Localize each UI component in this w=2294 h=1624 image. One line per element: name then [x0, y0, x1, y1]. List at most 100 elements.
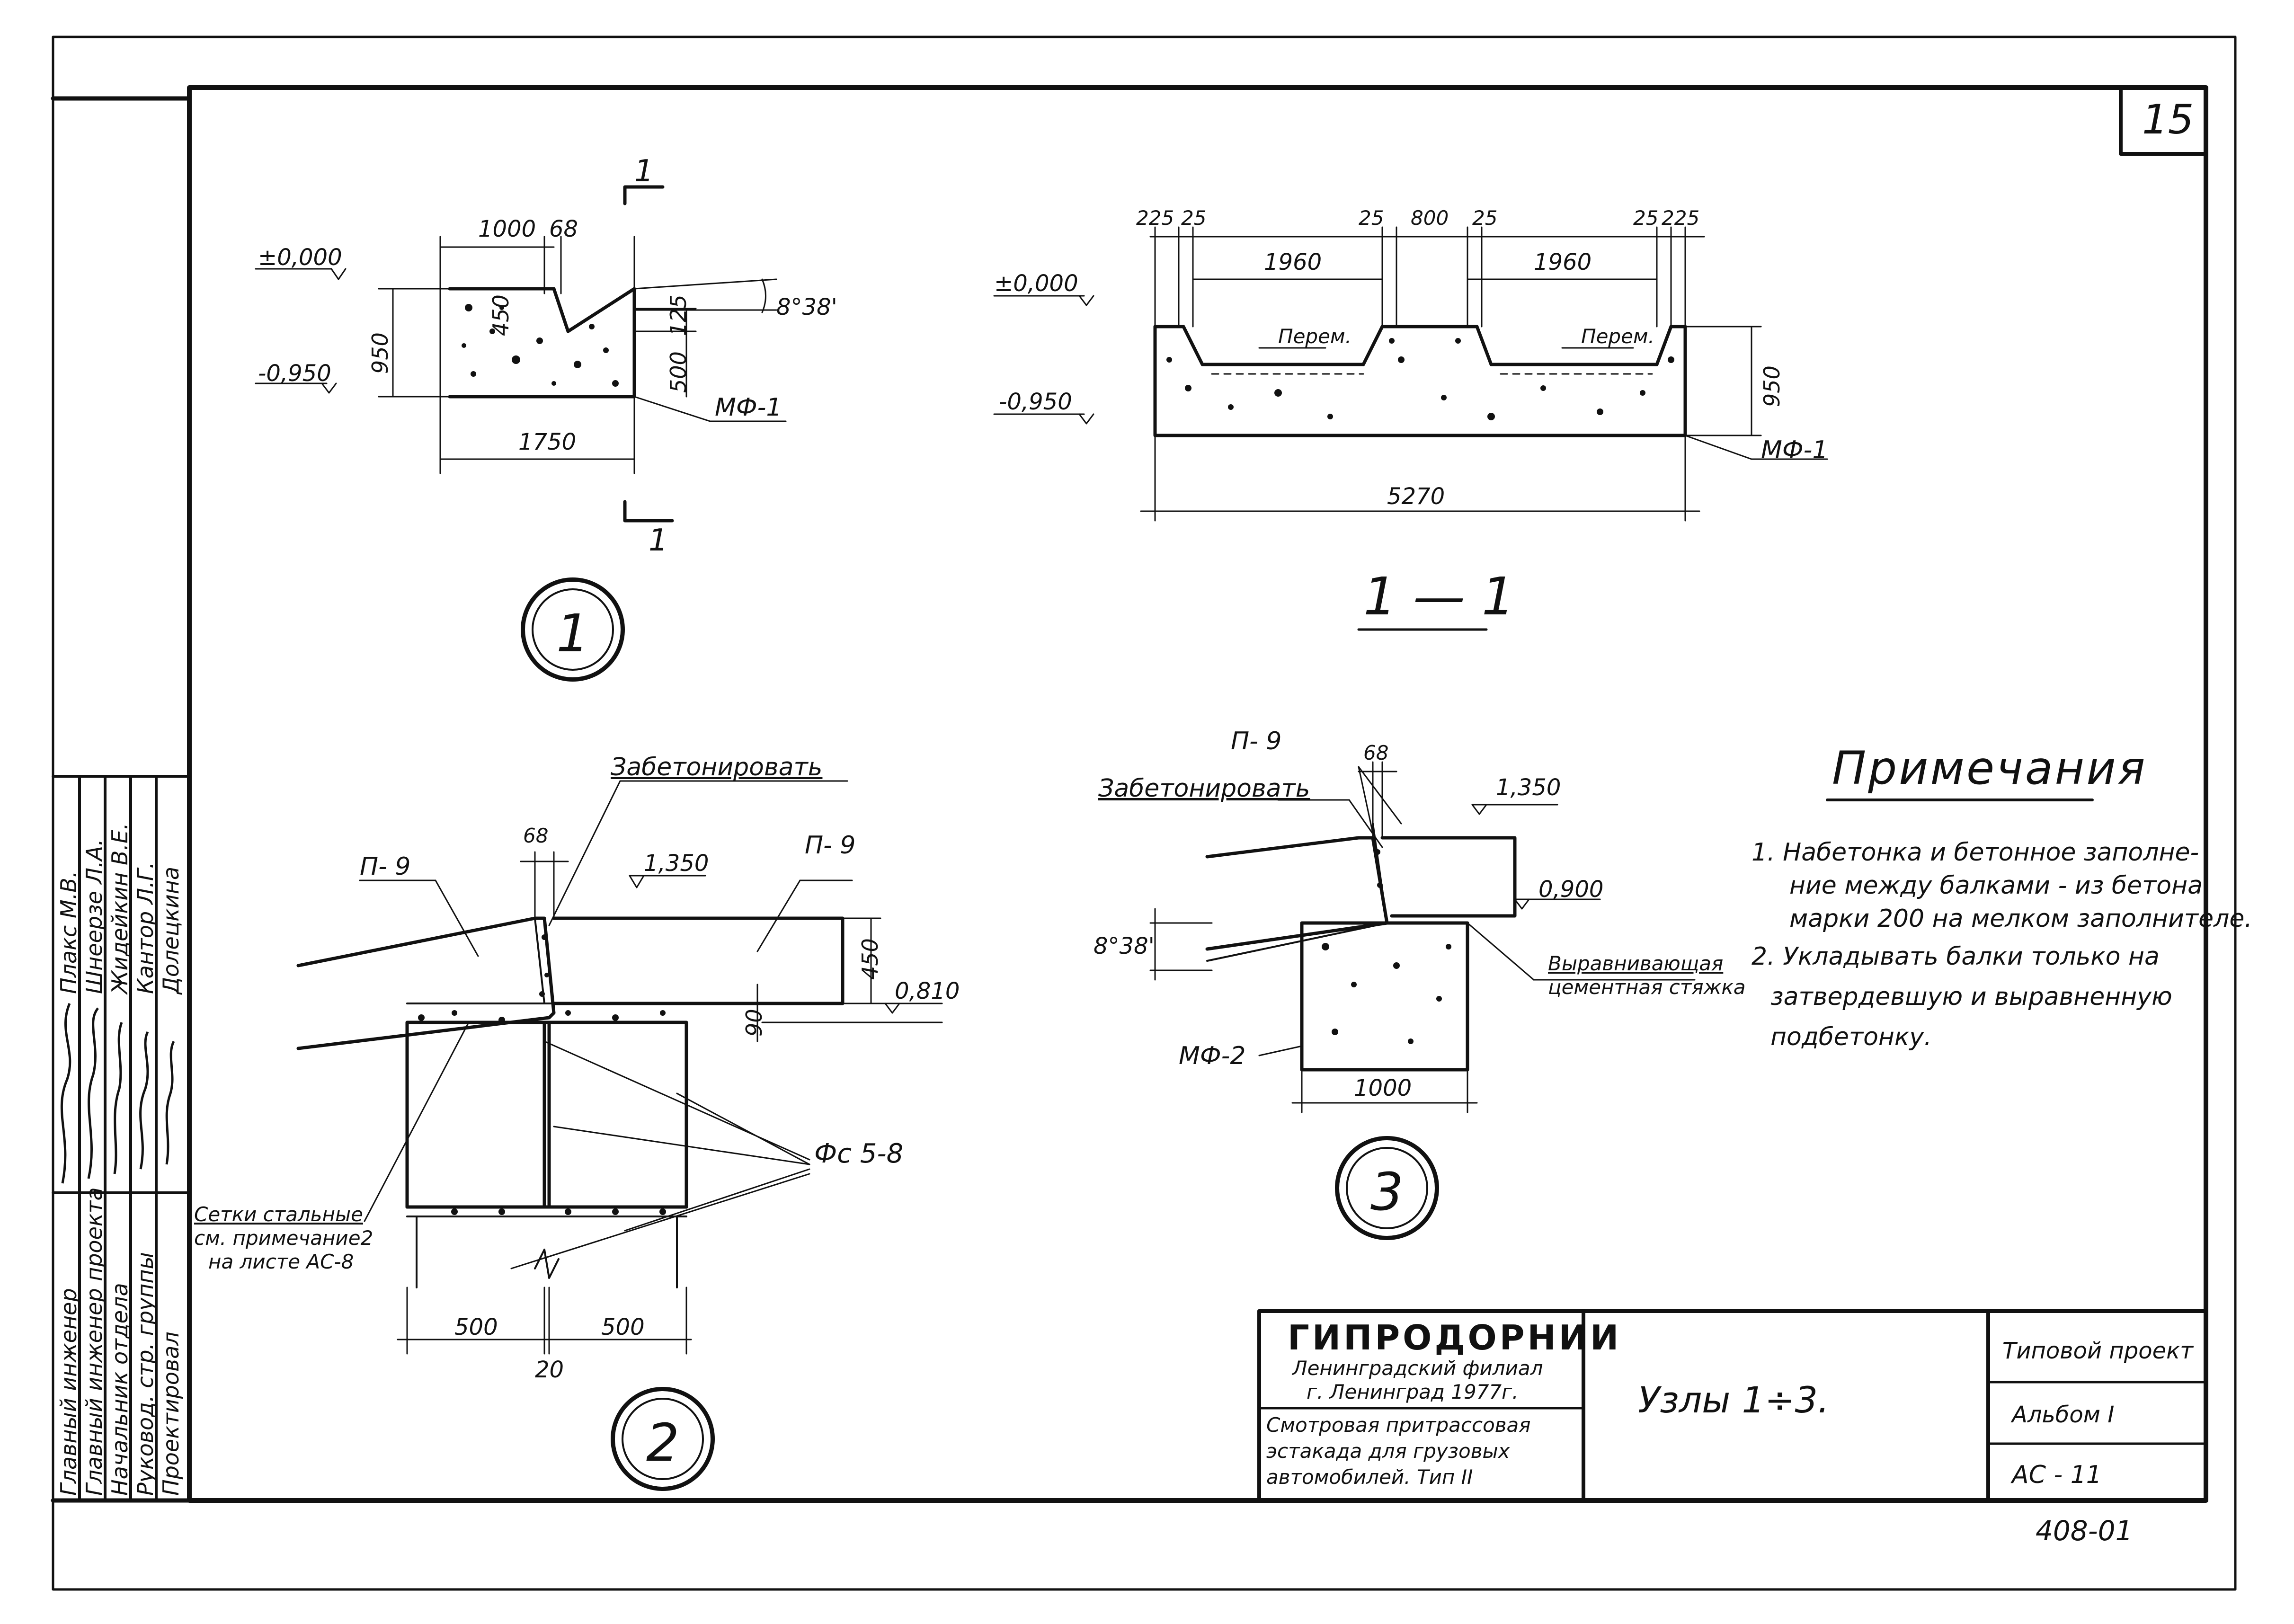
signature-grid	[52, 775, 191, 1502]
org-city-year: г. Ленинград 1977г.	[1307, 1380, 1519, 1403]
note-line-1: 1. Набетонка и бетонное заполне-	[1752, 838, 2199, 867]
org-branch: Ленинградский филиал	[1292, 1357, 1543, 1380]
detail3-screed-label-2: цементная стяжка	[1548, 976, 1746, 999]
handwritten-signatures	[60, 1003, 175, 1184]
signature-name-2: Шнеерзе Л.А.	[81, 839, 107, 994]
section11-dim-225-right: 225	[1662, 206, 1700, 230]
detail2-geometry	[296, 780, 943, 1355]
section11-level-bottom: -0,950	[999, 389, 1072, 415]
detail3-concrete-label: Забетонировать	[1098, 774, 1310, 803]
note-line-2: ние между балками - из бетона	[1789, 871, 2203, 900]
detail1-dim-right-small: 125	[666, 294, 691, 336]
detail3-level-mid: 0,900	[1538, 876, 1604, 903]
signature-role-4: Руковод. стр. группы	[133, 1252, 158, 1496]
detail2-dim-90: 90	[741, 1009, 767, 1037]
detail1-dim-top-a: 1000	[478, 216, 536, 242]
notes-title: Примечания	[1832, 742, 2147, 795]
detail2-level-bottom: 0,810	[895, 978, 960, 1004]
signature-role-1: Главный инженер	[56, 1288, 81, 1496]
detail2-dim-68: 68	[523, 824, 549, 847]
detail2-dim-500-left: 500	[454, 1314, 498, 1340]
detail3-level-top: 1,350	[1496, 774, 1561, 801]
outer-border	[52, 35, 2237, 1591]
detail1-mark: МФ-1	[715, 393, 782, 422]
detail1-callout-circle: 1	[521, 577, 625, 682]
sheet-code: 408-01	[2036, 1515, 2133, 1547]
section11-dim-800: 800	[1411, 206, 1449, 230]
section11-dim-25-d: 25	[1633, 206, 1659, 230]
signature-role-3: Начальник отдела	[107, 1283, 133, 1496]
project-line-1: Смотровая притрассовая	[1266, 1413, 1531, 1437]
section11-geometry	[993, 226, 1828, 631]
detail2-beam-right: П- 9	[805, 831, 856, 860]
detail2-block-label: Фс 5-8	[814, 1138, 904, 1169]
sheet-number-box	[2119, 86, 2208, 156]
detail1-level-bottom: -0,950	[258, 360, 331, 387]
section11-mark: МФ-1	[1761, 436, 1828, 464]
detail1-geometry	[255, 185, 787, 523]
detail3-beam: П- 9	[1231, 727, 1282, 755]
project-line-2: эстакада для грузовых	[1266, 1439, 1510, 1463]
sheet-number: 15	[2142, 96, 2194, 143]
note-line-5: затвердевшую и выравненную	[1770, 983, 2172, 1011]
section11-dim-right-span: 1960	[1534, 249, 1592, 275]
org-name: ГИПРОДОРНИИ	[1288, 1318, 1622, 1358]
detail2-dim-500-right: 500	[601, 1314, 645, 1340]
section11-dim-height: 950	[1759, 365, 1785, 407]
signature-role-5: Проектировал	[158, 1331, 184, 1496]
concrete-aggregate	[418, 304, 1674, 1215]
detail1-section-mark-bottom: 1	[649, 523, 668, 558]
detail2-mesh-label-3: на листе АС-8	[208, 1250, 354, 1273]
detail3-mark: МФ-2	[1179, 1042, 1246, 1070]
section11-dim-left-span: 1960	[1264, 249, 1322, 275]
detail2-level-top: 1,350	[644, 850, 709, 877]
detail3-callout-circle: 3	[1335, 1136, 1439, 1240]
detail2-mesh-label-2: см. примечание2	[194, 1226, 373, 1250]
detail1-level-top: ±0,000	[258, 244, 342, 271]
type-label: Типовой проект	[2002, 1338, 2194, 1364]
section11-dim-bottom: 5270	[1387, 483, 1445, 510]
detail1-dim-inner-top: 450	[488, 294, 514, 336]
signature-name-1: Плакс М.В.	[56, 870, 81, 994]
drawing-frame	[187, 85, 2208, 1503]
signature-name-3: Жидейкин В.Е.	[107, 823, 133, 994]
section11-dim-25-c: 25	[1472, 206, 1498, 230]
detail2-dim-450: 450	[857, 938, 883, 980]
detail2-concrete-label: Забетонировать	[611, 753, 823, 781]
section11-dim-25-b: 25	[1359, 206, 1384, 230]
detail2-dim-20: 20	[535, 1357, 564, 1383]
detail3-geometry	[1149, 761, 1696, 1113]
section11-label-left: Перем.	[1278, 325, 1352, 348]
project-line-3: автомобилей. Тип II	[1266, 1465, 1473, 1489]
signature-role-2: Главный инженер проекта	[81, 1187, 107, 1496]
note-line-6: подбетонку.	[1770, 1023, 1932, 1051]
section11-level-top: ±0,000	[994, 270, 1078, 297]
detail2-callout-circle: 2	[611, 1387, 715, 1491]
signature-name-5: Долецкина	[158, 866, 184, 994]
title-block-grid	[1257, 1309, 2208, 1502]
section11-dim-25-a: 25	[1181, 206, 1207, 230]
detail1-angle: 8°38'	[776, 294, 837, 320]
detail3-dim-width: 1000	[1354, 1075, 1412, 1101]
section11-title: 1 — 1	[1363, 566, 1515, 627]
note-line-4: 2. Укладывать балки только на	[1752, 942, 2160, 971]
detail2-beam-left: П- 9	[360, 852, 411, 881]
section11-label-right: Перем.	[1581, 325, 1654, 348]
detail1-section-mark-top: 1	[634, 154, 654, 189]
detail2-mesh-label-1: Сетки стальные	[194, 1203, 363, 1226]
note-line-3: марки 200 на мелком заполнителе.	[1789, 905, 2252, 933]
detail3-screed-label-1: Выравнивающая	[1548, 952, 1724, 975]
sheet-id: АС - 11	[2012, 1461, 2102, 1489]
album-label: Альбом I	[2012, 1402, 2115, 1428]
detail3-dim-68: 68	[1363, 741, 1389, 764]
detail1-dim-height: 950	[367, 332, 393, 374]
signature-name-4: Кантор Л.Г.	[133, 861, 158, 994]
detail1-dim-top-b: 68	[549, 216, 578, 242]
drawing-title: Узлы 1÷3.	[1638, 1379, 1830, 1421]
detail3-angle: 8°38'	[1094, 933, 1155, 959]
detail1-dim-bottom: 1750	[518, 429, 577, 455]
detail1-dim-right: 500	[666, 351, 691, 393]
section11-dim-225-left: 225	[1136, 206, 1174, 230]
